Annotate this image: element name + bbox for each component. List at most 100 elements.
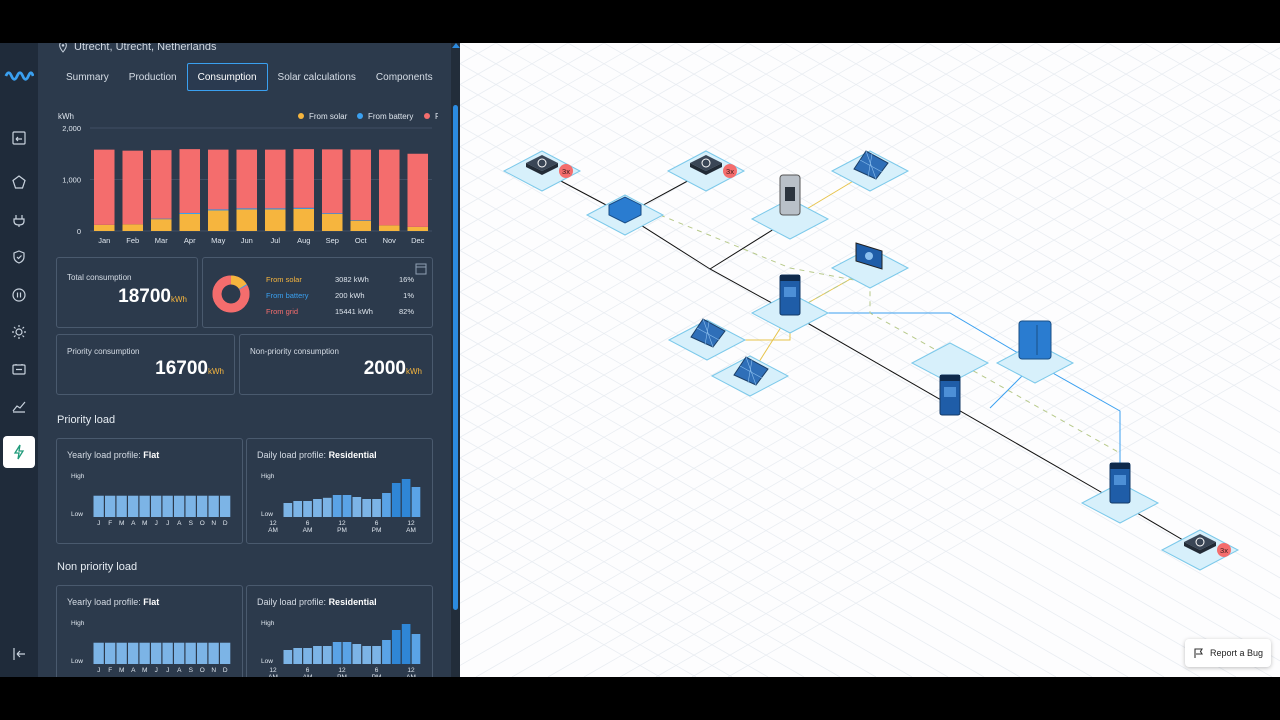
month-label: M — [142, 520, 147, 527]
total-consumption-value: 18700 — [118, 286, 171, 307]
tab-solar-calculations[interactable]: Solar calculations — [277, 71, 356, 83]
nonpriority-consumption-card: Non-priority consumption 2000kWh — [239, 334, 433, 395]
x-tick-label: Oct — [355, 236, 368, 245]
report-bug-button[interactable]: Report a Bug — [1185, 639, 1271, 667]
x-tick-label: Jan — [98, 236, 110, 245]
profile-bar — [105, 642, 116, 664]
bar-segment — [150, 150, 172, 219]
breakdown-pct: 1% — [403, 291, 414, 300]
bar-segment — [264, 209, 286, 231]
inverter-icon[interactable] — [1109, 462, 1131, 504]
profile-bar — [151, 495, 162, 517]
priority-consumption-label: Priority consumption — [67, 347, 140, 356]
sun-icon[interactable] — [8, 321, 30, 343]
donut-slice — [212, 275, 250, 313]
tab-consumption[interactable]: Consumption — [186, 63, 268, 91]
total-consumption-unit: kWh — [171, 295, 187, 304]
consumption-bolt-icon[interactable] — [3, 436, 35, 468]
low-label: Low — [71, 511, 83, 518]
profile-bar — [391, 483, 401, 517]
y-tick-label: 2,000 — [62, 124, 81, 133]
meter-icon[interactable] — [690, 155, 722, 175]
inverter-icon[interactable] — [939, 374, 961, 416]
expand-icon[interactable] — [415, 263, 427, 275]
tab-production[interactable]: Production — [128, 71, 177, 83]
bar-segment — [321, 149, 343, 214]
month-label: J — [166, 520, 169, 527]
scrollbar-thumb[interactable] — [453, 105, 458, 610]
month-label: F — [108, 667, 112, 674]
bar-segment — [179, 212, 201, 215]
bar-segment — [93, 149, 115, 225]
charger-icon[interactable] — [779, 174, 801, 216]
tab-summary[interactable]: Summary — [66, 71, 109, 83]
profile-bar — [332, 642, 342, 664]
exchange-icon[interactable] — [8, 127, 30, 149]
profile-bar — [372, 499, 381, 517]
bar-segment — [179, 149, 201, 213]
line-chart-icon[interactable] — [8, 395, 30, 417]
panel-icon[interactable] — [733, 356, 769, 386]
bar-segment — [236, 149, 258, 209]
tab-components[interactable]: Components — [375, 71, 433, 83]
breakdown-name: From battery — [266, 291, 309, 300]
month-label: A — [177, 667, 182, 674]
profile-bar — [293, 501, 303, 517]
logout-icon[interactable] — [8, 643, 30, 665]
legend-swatch — [357, 113, 363, 119]
low-label: Low — [261, 658, 273, 665]
profile-bar — [332, 495, 342, 517]
gx-icon[interactable] — [855, 242, 883, 270]
iso-grid — [0, 43, 1280, 677]
profile-bar — [401, 624, 411, 664]
panel-icon[interactable] — [690, 318, 726, 348]
y-axis-label: kWh — [58, 112, 74, 121]
bar-segment — [293, 208, 315, 231]
map-pin-icon — [59, 43, 67, 53]
profile-bar — [174, 642, 185, 664]
pause-circle-icon[interactable] — [8, 284, 30, 306]
shield-icon[interactable] — [8, 246, 30, 268]
bar-segment — [122, 224, 144, 231]
profile-bar — [391, 630, 401, 664]
hour-label: 6 — [375, 667, 379, 674]
profile-bar — [322, 497, 332, 517]
y-tick-label: 1,000 — [62, 176, 81, 185]
breakdown-name: From grid — [266, 307, 299, 316]
profile-bar — [313, 499, 322, 517]
breakdown-name: From solar — [266, 275, 302, 284]
meter-icon[interactable] — [526, 155, 558, 175]
panel-scrollbar[interactable] — [451, 43, 460, 677]
month-label: S — [189, 520, 194, 527]
node-tile[interactable] — [910, 342, 990, 384]
month-label: D — [223, 667, 228, 674]
inverter-icon[interactable] — [779, 274, 801, 316]
low-label: Low — [71, 658, 83, 665]
battery-icon[interactable] — [1018, 320, 1052, 360]
scroll-up-arrow-icon[interactable] — [452, 43, 460, 48]
month-label: J — [155, 520, 158, 527]
plug-icon[interactable] — [8, 209, 30, 231]
victron-logo-icon[interactable] — [3, 65, 35, 87]
donut-slice — [212, 275, 250, 313]
x-tick-label: Apr — [184, 236, 196, 245]
priority-consumption-value: 16700 — [155, 358, 208, 379]
profile-bar — [342, 642, 352, 664]
profile-bar — [382, 640, 391, 664]
profile-bar — [185, 642, 196, 664]
mppt-icon[interactable] — [608, 196, 642, 224]
node-tile[interactable] — [750, 198, 830, 240]
profile-bar — [411, 634, 421, 664]
meter-icon[interactable] — [1184, 534, 1216, 554]
hour-label: PM — [372, 674, 382, 677]
battery-icon[interactable] — [8, 358, 30, 380]
panel-icon[interactable] — [853, 150, 889, 180]
pentagon-icon[interactable] — [8, 171, 30, 193]
